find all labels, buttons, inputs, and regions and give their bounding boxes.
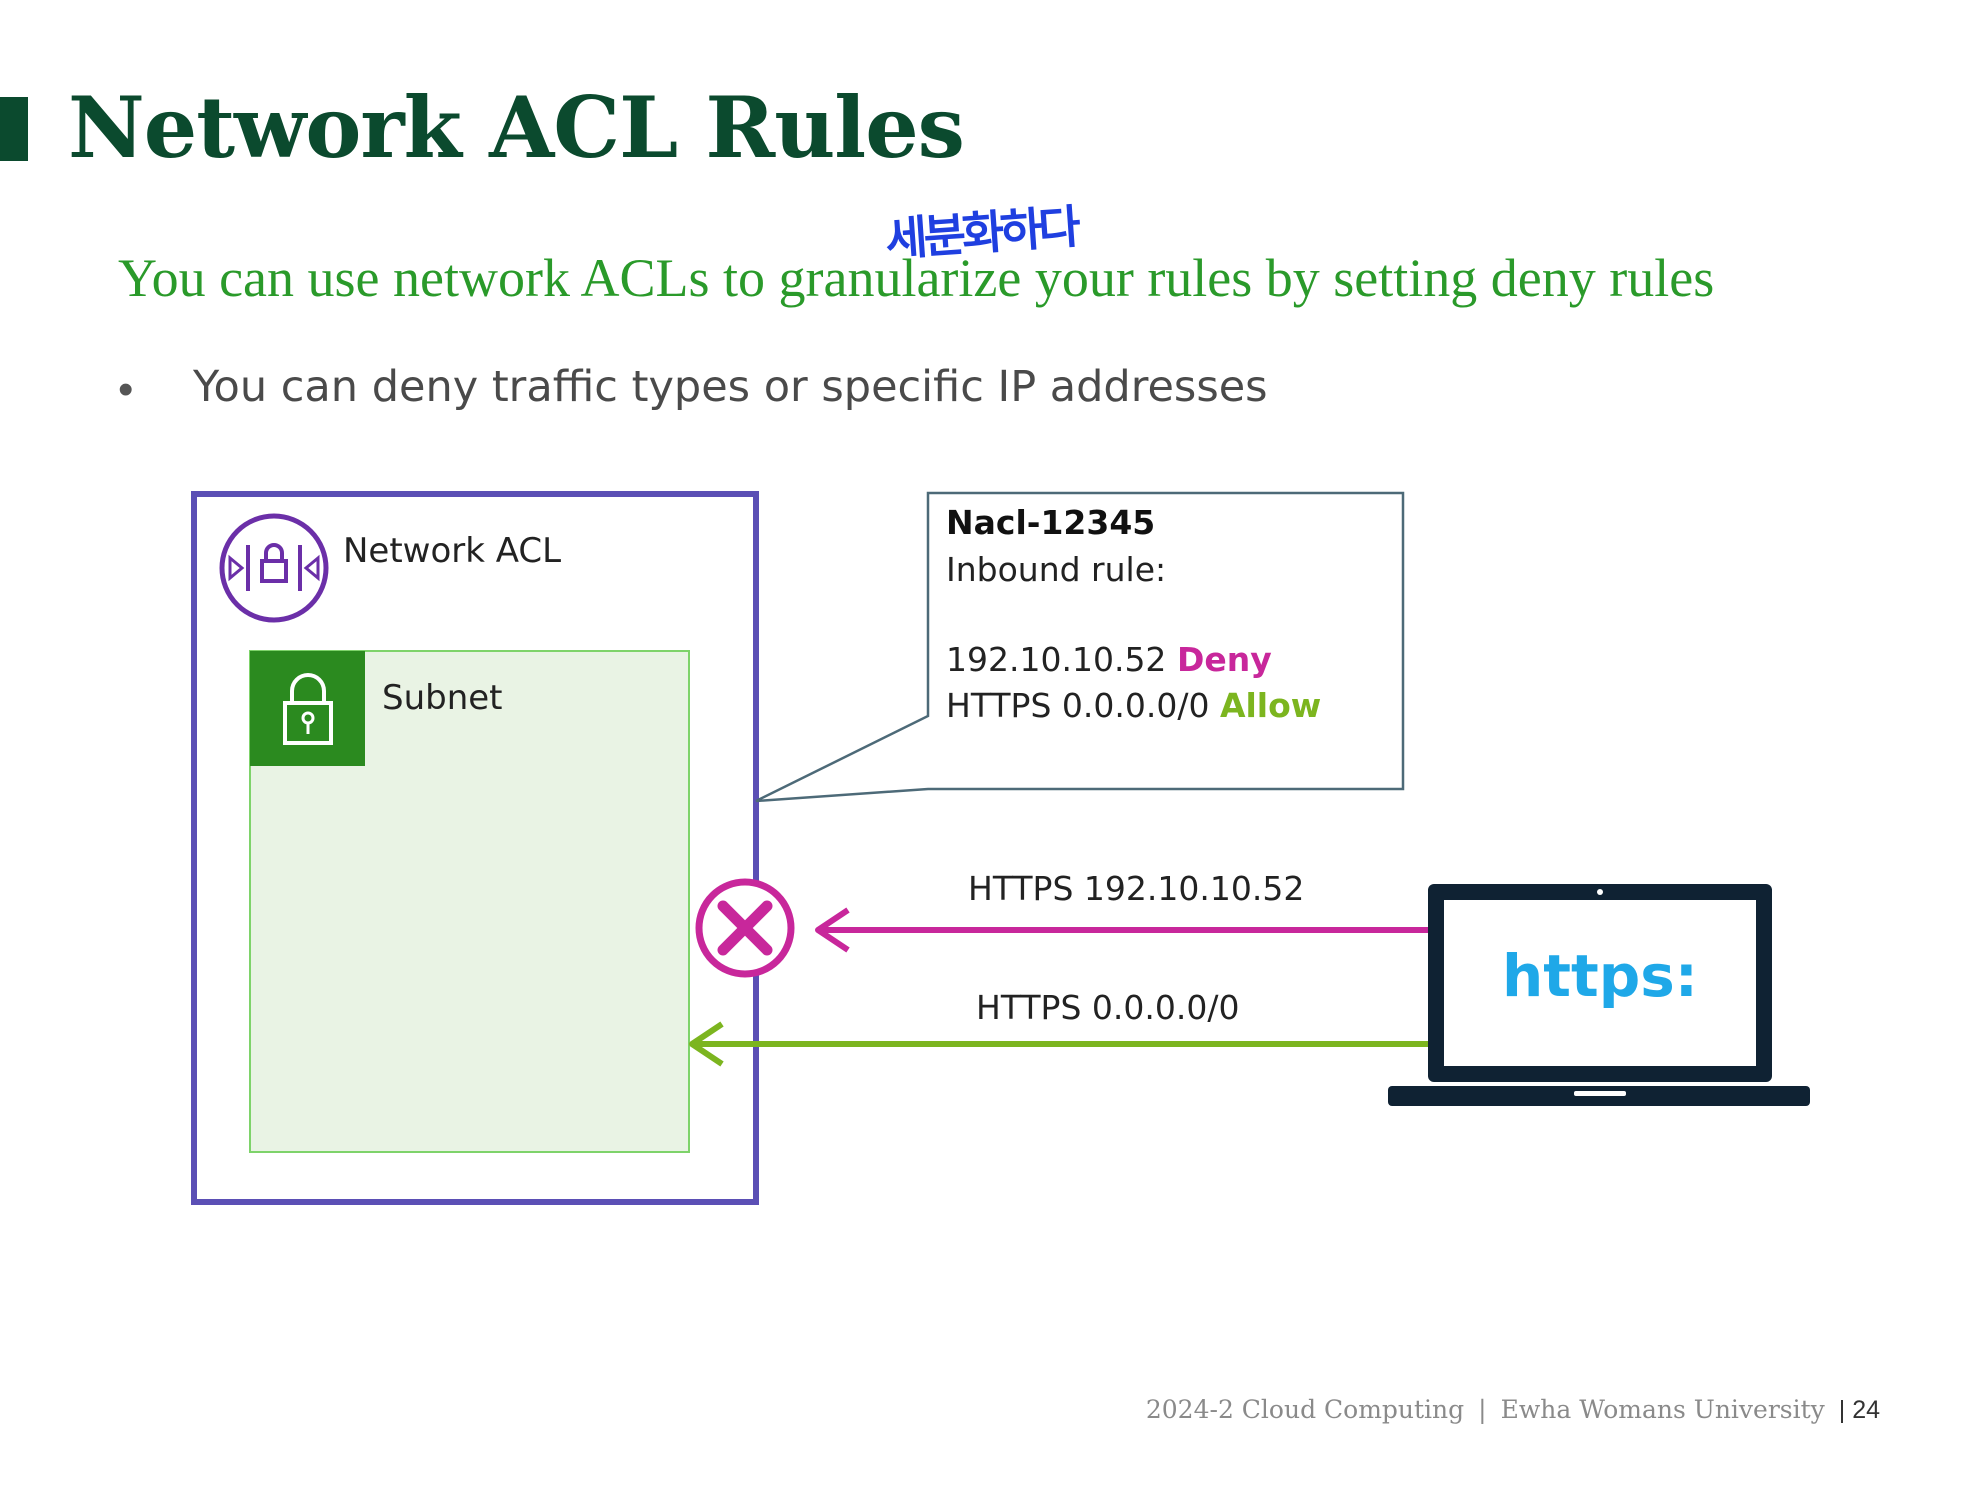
bullet-marker: • (118, 365, 134, 414)
network-acl-icon (219, 513, 329, 623)
page-number: | 24 (1838, 1396, 1880, 1424)
allowed-traffic-label: HTTPS 0.0.0.0/0 (976, 988, 1239, 1027)
footer-separator: | (1478, 1395, 1487, 1424)
laptop-screen-text: https: (1502, 942, 1698, 1010)
subnet-header-block (250, 651, 365, 766)
slide-subtitle: You can use network ACLs to granularize … (118, 248, 1715, 308)
rule-allow-proto: HTTPS 0.0.0.0/0 (946, 686, 1209, 725)
rule-allow-action: Allow (1220, 686, 1321, 725)
subnet-label: Subnet (382, 678, 503, 718)
rule-deny-ip: 192.10.10.52 (946, 640, 1166, 679)
callout-nacl-name: Nacl-12345 (946, 503, 1155, 542)
slide-footer: 2024-2 Cloud Computing | Ewha Womans Unive… (1146, 1395, 1880, 1425)
callout-inbound-heading: Inbound rule: (946, 550, 1166, 589)
footer-university: Ewha Womans University (1500, 1395, 1825, 1424)
footer-course: 2024-2 Cloud Computing (1145, 1395, 1465, 1424)
deny-x-icon (695, 878, 795, 978)
denied-traffic-label: HTTPS 192.10.10.52 (968, 869, 1304, 908)
callout-rule-allow: HTTPS 0.0.0.0/0 Allow (946, 686, 1321, 725)
denied-arrowhead (815, 907, 850, 953)
padlock-icon (283, 673, 333, 745)
callout-rule-deny: 192.10.10.52 Deny (946, 640, 1272, 679)
network-acl-boundary (191, 491, 759, 1205)
slide-title: Network ACL Rules (68, 78, 965, 177)
network-acl-label: Network ACL (343, 531, 561, 571)
laptop-icon (1388, 884, 1810, 1106)
page-number-value: 24 (1852, 1396, 1880, 1424)
rule-deny-action: Deny (1177, 640, 1272, 679)
allowed-arrowhead (689, 1021, 724, 1067)
bullet-text: You can deny traffic types or specific I… (193, 362, 1268, 412)
callout-box (755, 491, 1405, 803)
title-accent-bar (0, 97, 28, 161)
